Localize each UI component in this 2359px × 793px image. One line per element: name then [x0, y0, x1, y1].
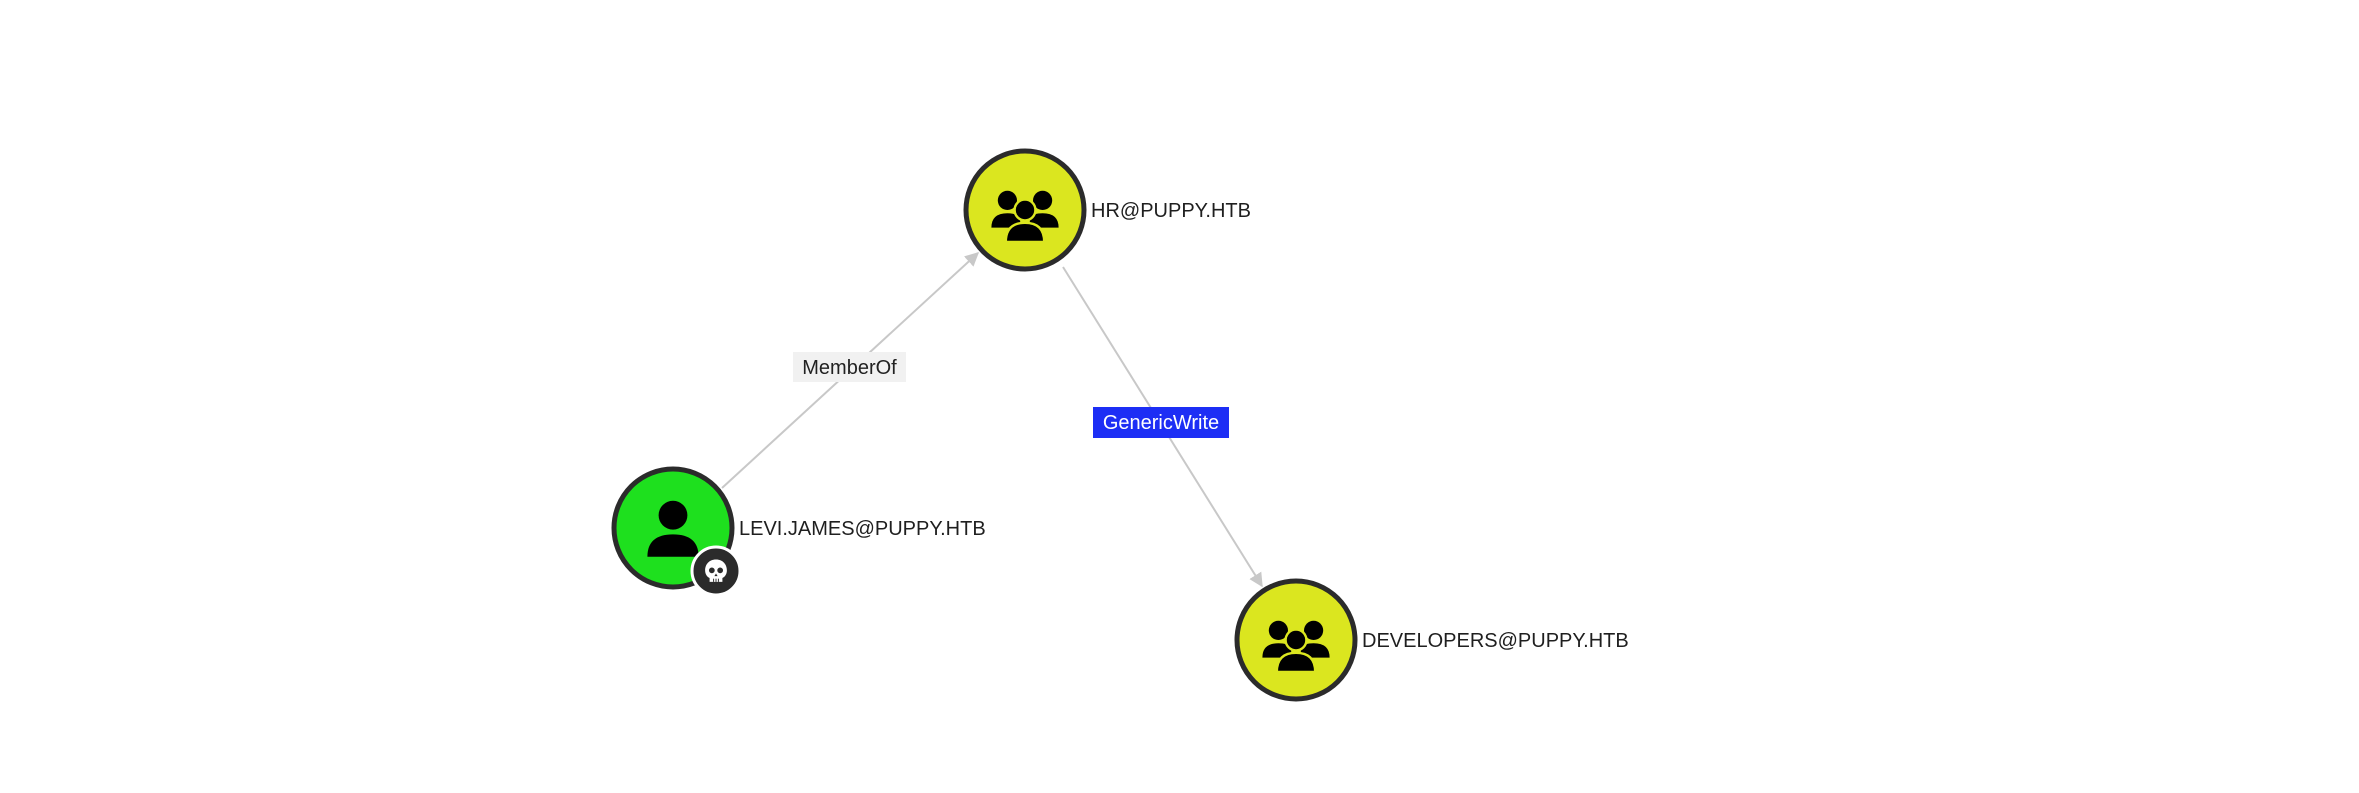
- edge-label-genericwrite[interactable]: GenericWrite: [1093, 407, 1229, 438]
- node-hr-group[interactable]: HR@PUPPY.HTB: [963, 148, 1251, 272]
- node-levi-user[interactable]: LEVI.JAMES@PUPPY.HTB: [611, 466, 986, 597]
- node-hr-label: HR@PUPPY.HTB: [1091, 200, 1251, 222]
- edge-label-memberof-bg: [793, 352, 906, 382]
- edge-label-genericwrite-bg: [1093, 407, 1229, 438]
- owned-badge: [690, 545, 742, 597]
- edge-label-memberof[interactable]: MemberOf: [793, 352, 906, 382]
- edge-label-memberof-text: MemberOf: [802, 357, 897, 379]
- node-developers-group[interactable]: DEVELOPERS@PUPPY.HTB: [1234, 578, 1629, 702]
- node-developers-label: DEVELOPERS@PUPPY.HTB: [1362, 630, 1629, 652]
- node-levi-label: LEVI.JAMES@PUPPY.HTB: [739, 518, 986, 540]
- edge-label-genericwrite-text: GenericWrite: [1103, 412, 1219, 434]
